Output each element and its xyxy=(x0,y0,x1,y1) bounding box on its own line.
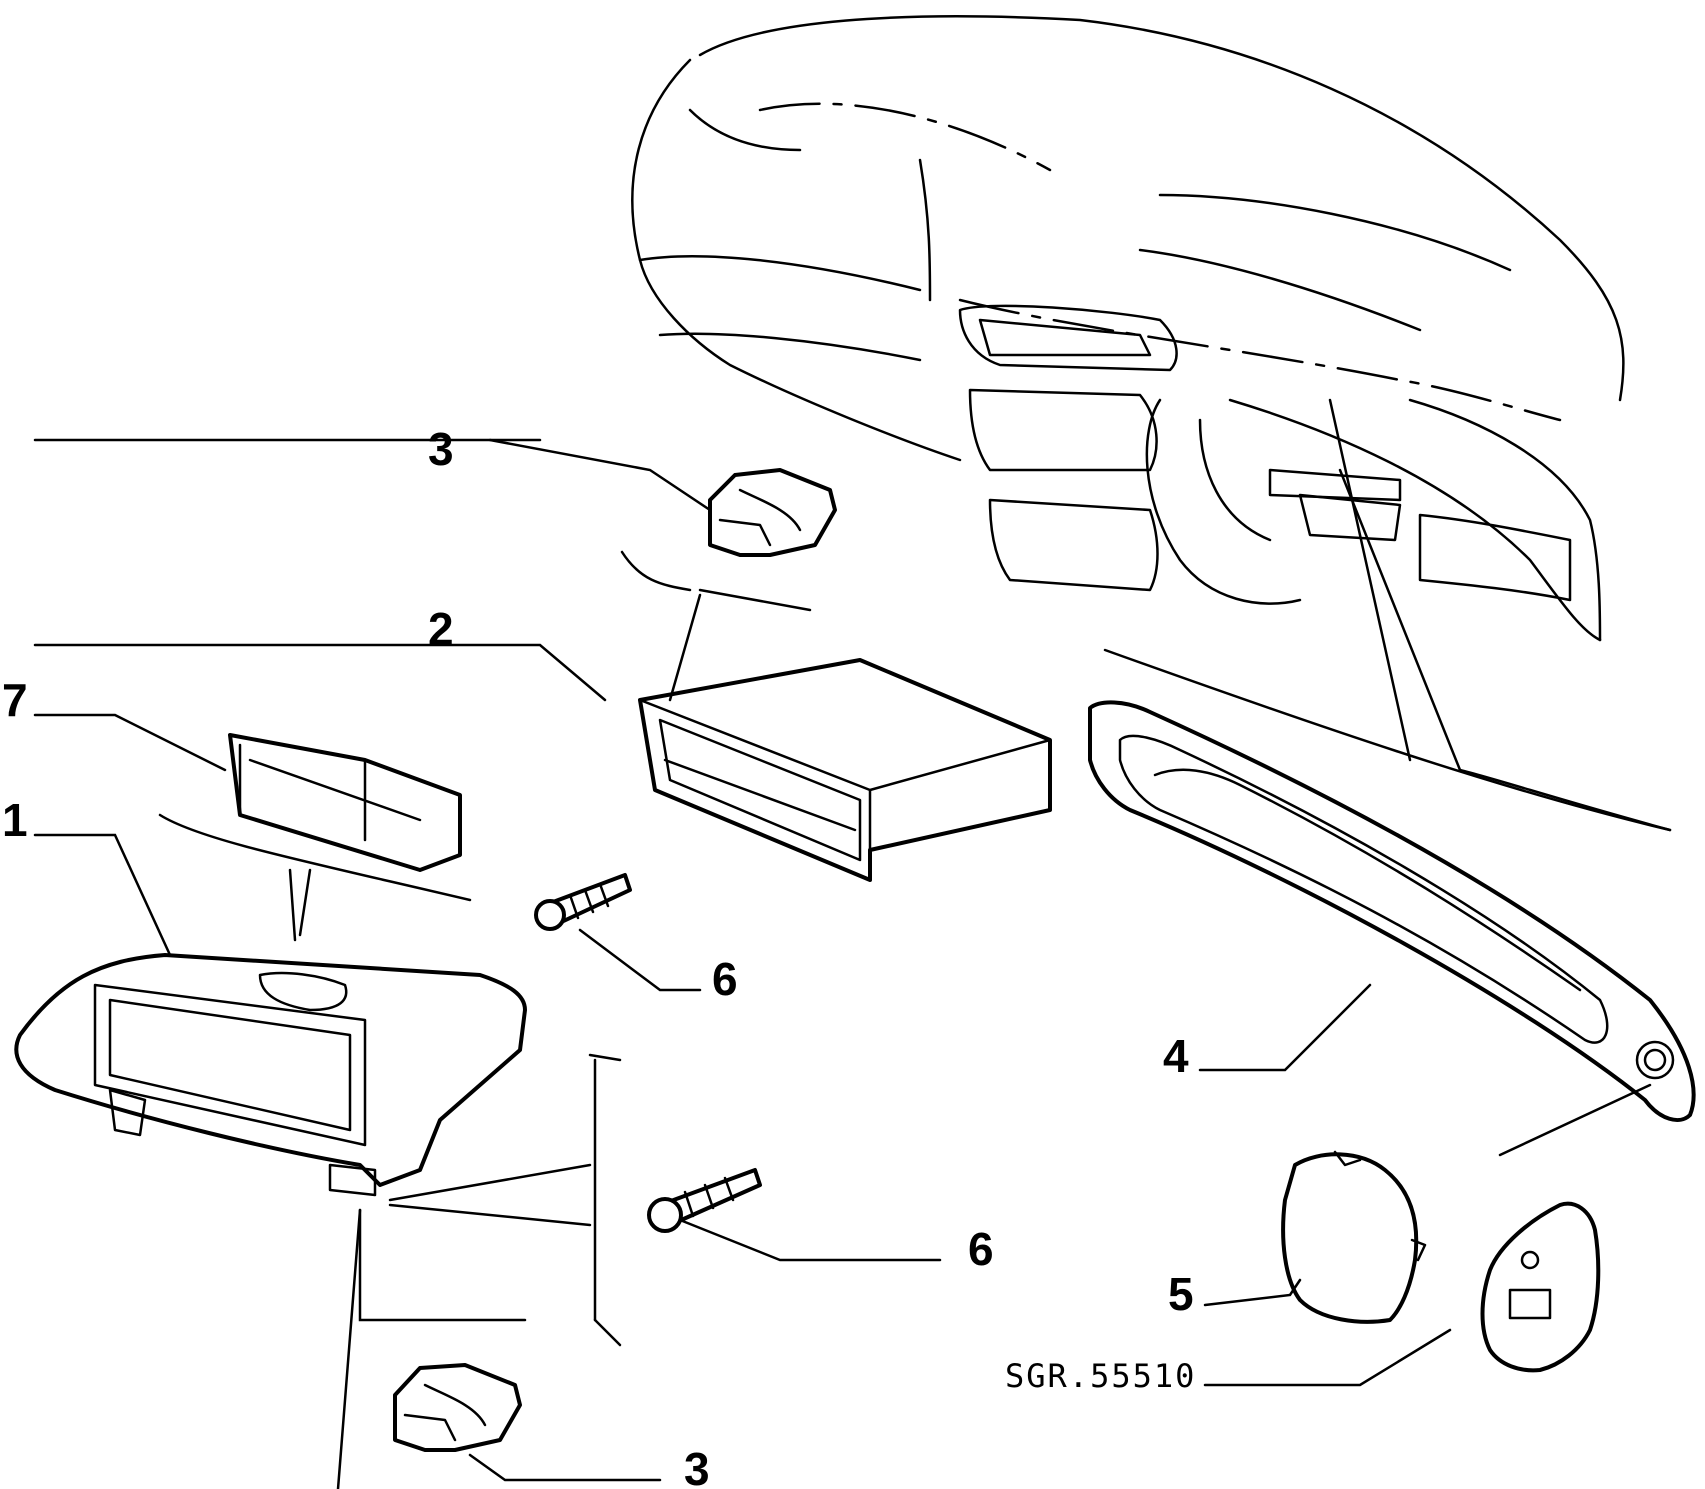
callout-6-upper: 6 xyxy=(712,953,738,1005)
callout-3-bottom: 3 xyxy=(684,1443,710,1489)
trim-panel xyxy=(1088,700,1696,1122)
screw-lower xyxy=(647,1168,762,1233)
callout-6-lower: 6 xyxy=(968,1223,994,1275)
callout-5: 5 xyxy=(1168,1268,1194,1320)
small-tray xyxy=(228,733,462,872)
callout-3-top: 3 xyxy=(428,423,454,475)
callout-leaders xyxy=(33,438,1652,1482)
round-cover xyxy=(1281,1150,1427,1324)
callout-7: 7 xyxy=(2,674,28,726)
radio-housing xyxy=(638,658,1052,882)
retaining-clip-top xyxy=(708,468,837,557)
dashboard-outline xyxy=(631,15,1672,832)
screw-upper xyxy=(534,873,632,931)
retaining-clip-bottom xyxy=(393,1363,522,1452)
center-console-bezel xyxy=(14,953,527,1197)
callout-4: 4 xyxy=(1163,1030,1189,1082)
reference-code: SGR.55510 xyxy=(1005,1357,1196,1395)
callout-1: 1 xyxy=(2,794,28,846)
callout-2: 2 xyxy=(428,603,454,655)
trim-to-dashboard-leaders xyxy=(1328,398,1672,832)
explode-guides xyxy=(158,550,812,1489)
switch-panel xyxy=(1480,1201,1601,1373)
callout-labels: 7 1 3 2 6 6 3 4 5 SGR.55510 xyxy=(2,423,1196,1489)
